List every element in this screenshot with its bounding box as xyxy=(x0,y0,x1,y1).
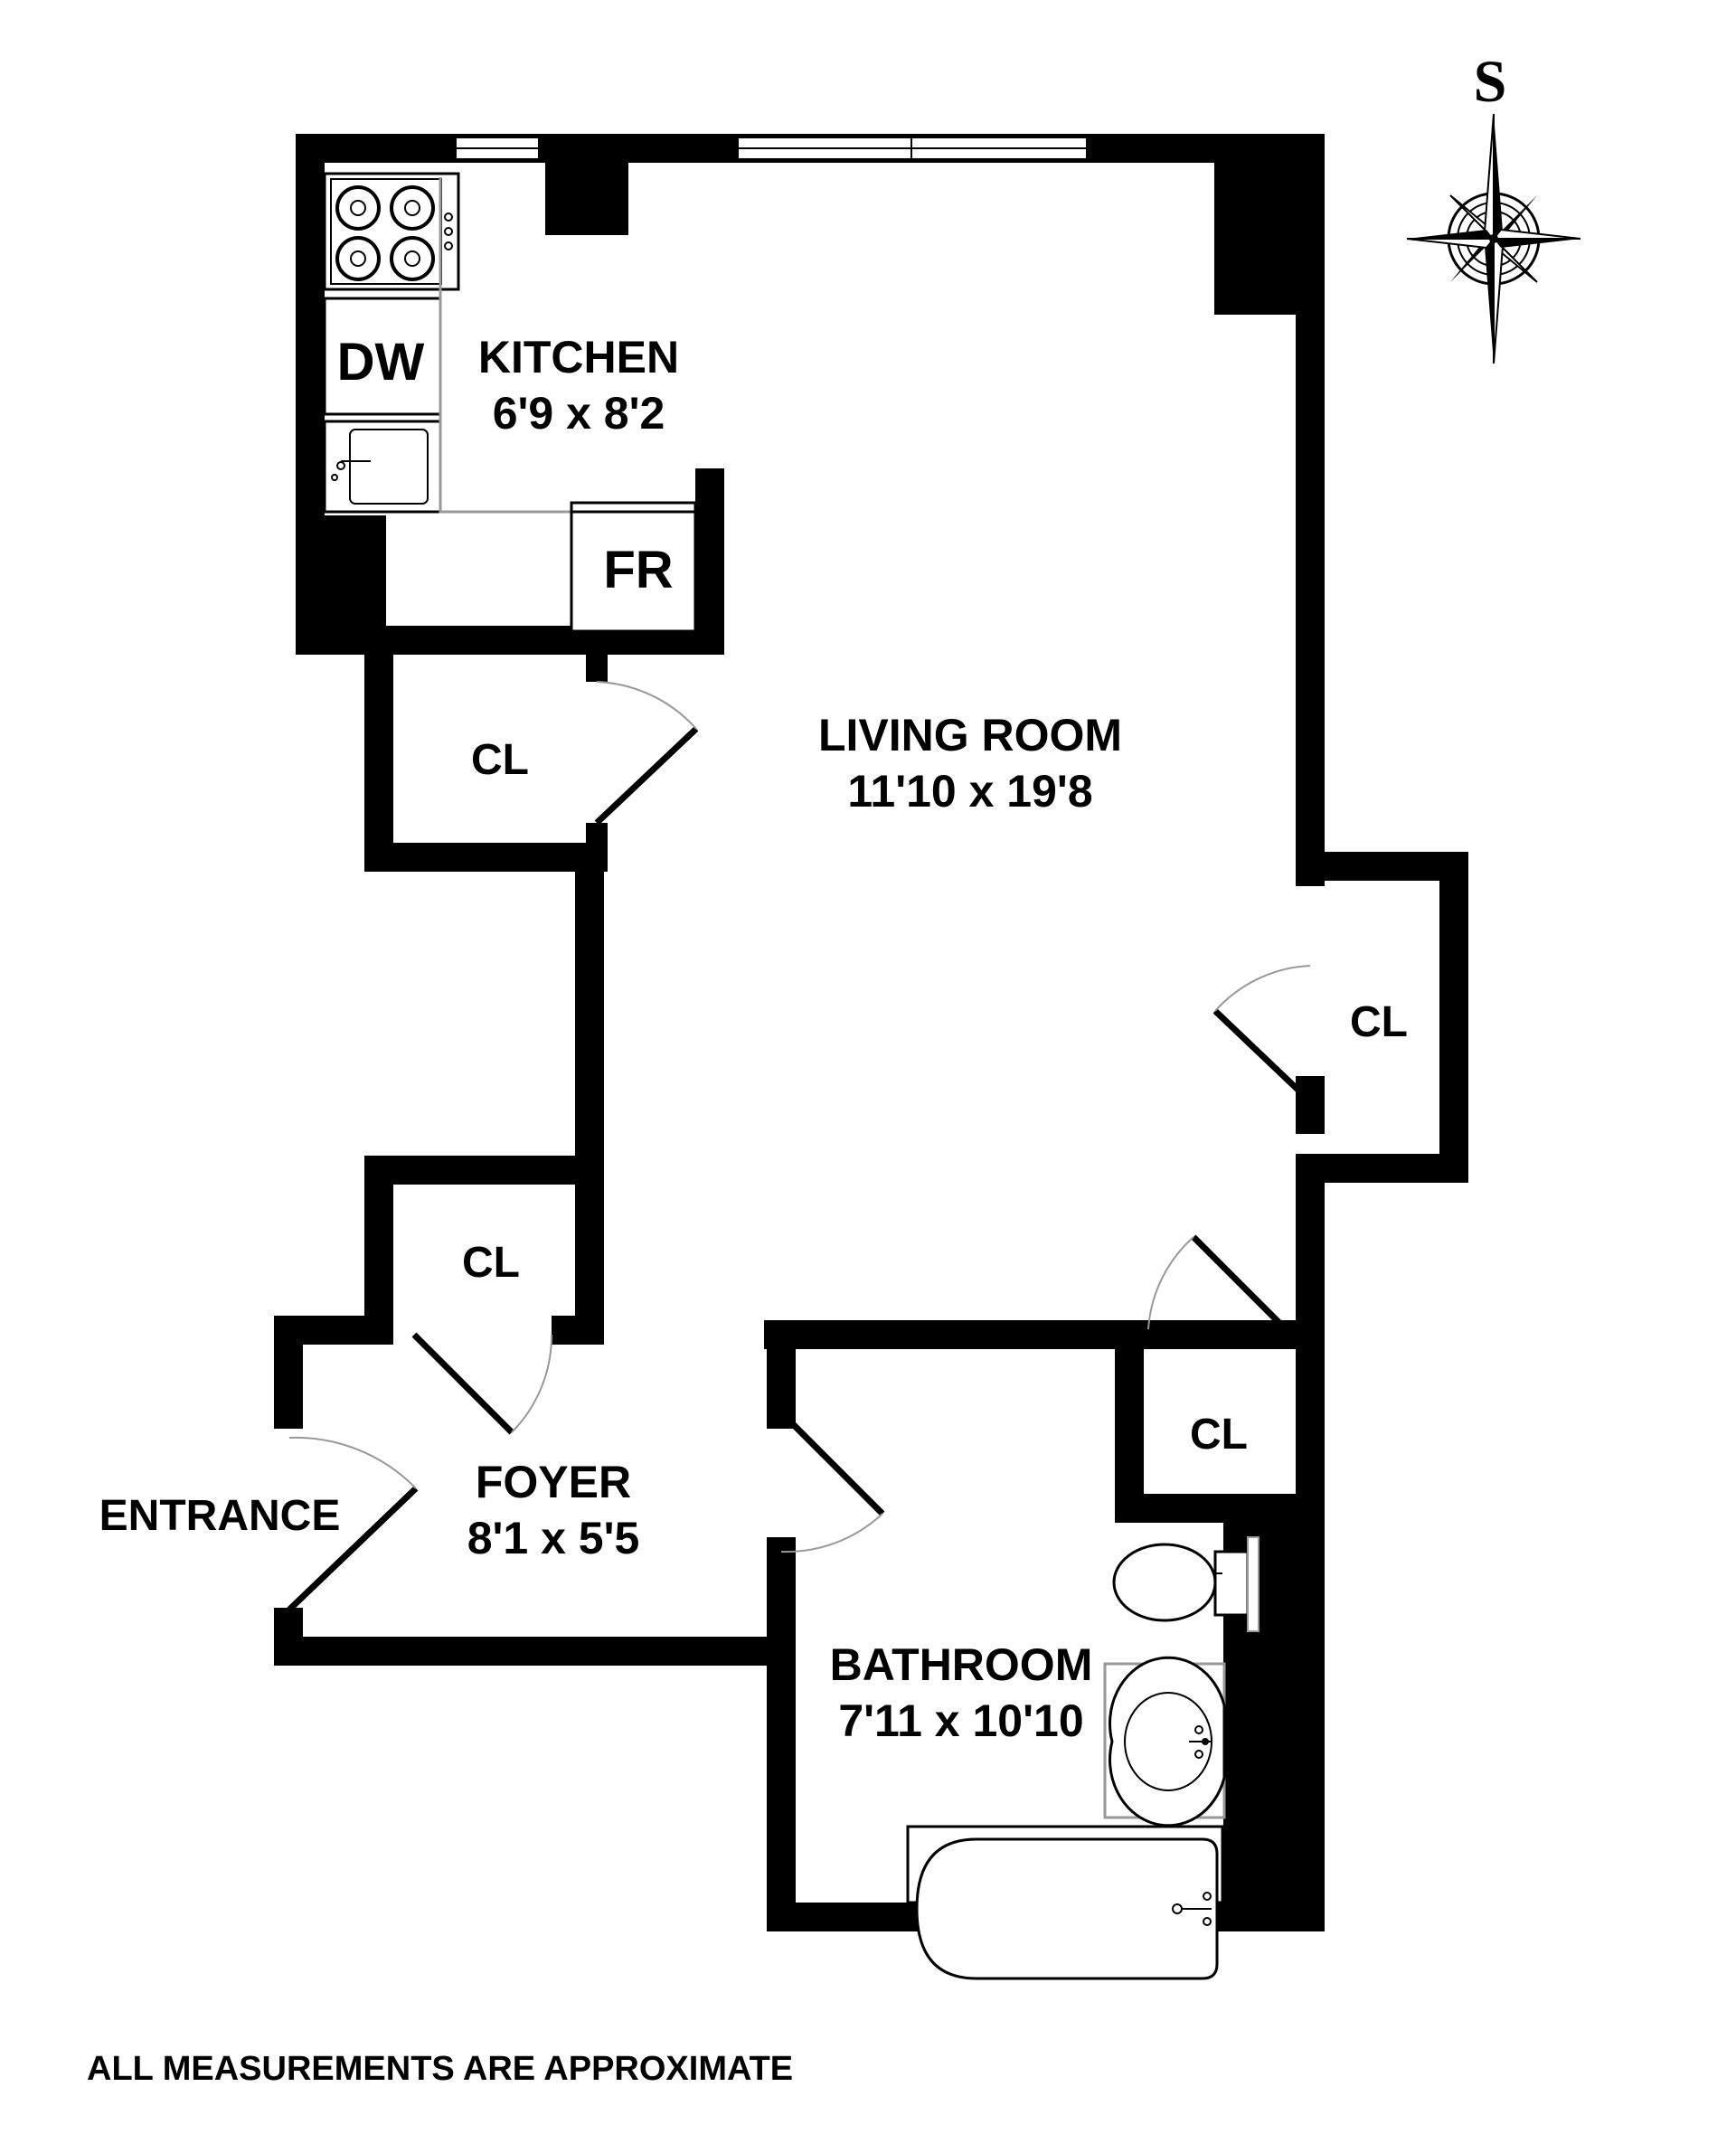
closet-label-upper-left: CL xyxy=(471,736,529,784)
bathtub xyxy=(906,1825,1224,1980)
foyer-name: FOYER xyxy=(476,1457,631,1507)
compass-rose: S xyxy=(1406,49,1581,364)
entrance-label: ENTRANCE xyxy=(99,1492,341,1540)
kitchen-size: 6'9 x 8'2 xyxy=(493,388,665,439)
compass-direction-letter: S xyxy=(1474,49,1507,115)
closet-label-foyer: CL xyxy=(462,1239,520,1287)
kitchen-name: KITCHEN xyxy=(478,332,679,382)
fridge: FR xyxy=(570,501,697,633)
closet-label-bath: CL xyxy=(1190,1411,1248,1459)
dishwasher: DW xyxy=(323,297,442,416)
bathroom-name: BATHROOM xyxy=(830,1639,1093,1690)
kitchen-sink xyxy=(323,420,442,514)
living-room-name: LIVING ROOM xyxy=(818,710,1122,760)
living-room-size: 11'10 x 19'8 xyxy=(847,766,1092,817)
fridge-label: FR xyxy=(603,541,673,600)
toilet xyxy=(1112,1536,1260,1632)
stove xyxy=(323,172,460,291)
doors xyxy=(287,681,1313,1612)
foyer-size: 8'1 x 5'5 xyxy=(467,1513,640,1563)
bathroom-sink xyxy=(1103,1656,1226,1827)
footer-note: ALL MEASUREMENTS ARE APPROXIMATE xyxy=(87,2050,793,2088)
dishwasher-label: DW xyxy=(337,333,425,392)
closet-label-right: CL xyxy=(1350,998,1408,1046)
walls xyxy=(274,134,1468,1931)
bathroom-size: 7'11 x 10'10 xyxy=(838,1695,1083,1746)
